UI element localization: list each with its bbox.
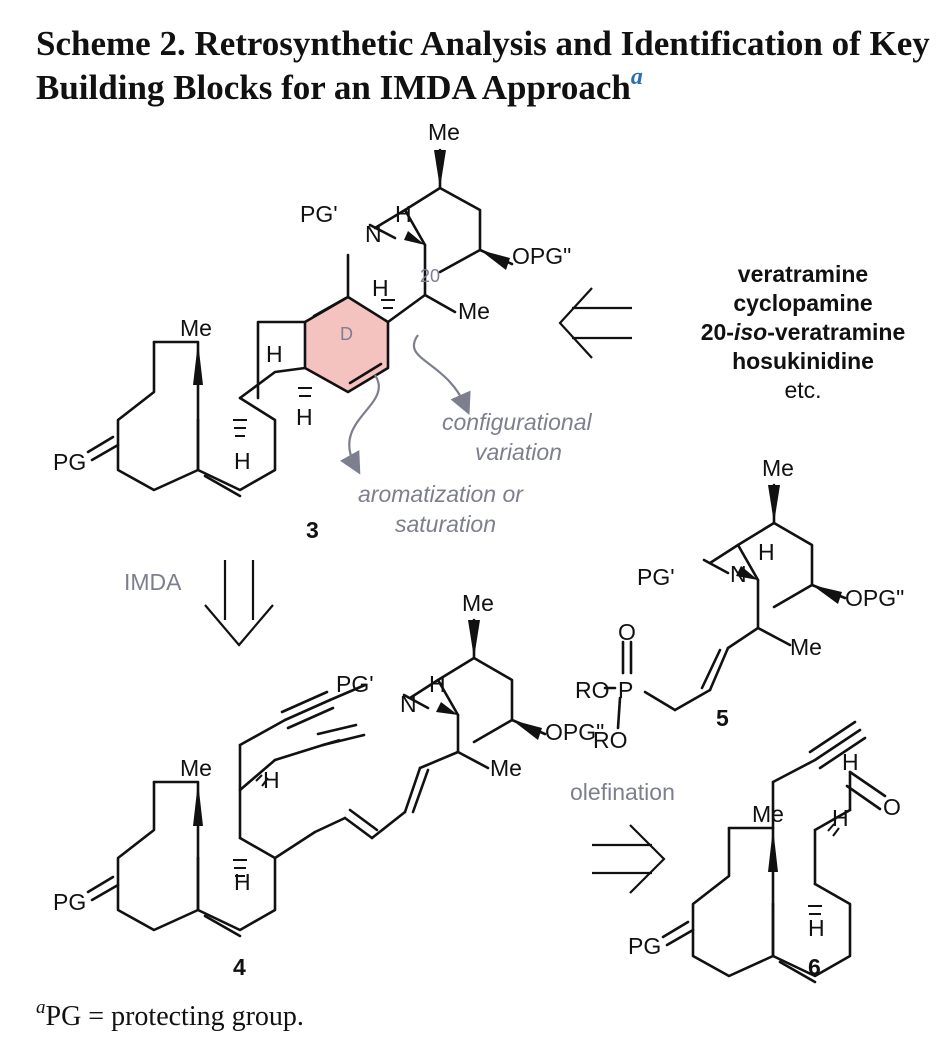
c6-o: O <box>883 794 901 820</box>
c6-h-alpha: H <box>832 805 849 831</box>
c5-pg-prime: PG' <box>637 564 675 590</box>
c4-angular-me: Me <box>180 755 212 781</box>
c4-h-bottom: H <box>234 869 251 895</box>
c6-me: Me <box>752 801 784 827</box>
ring-d-label: D <box>340 324 353 344</box>
config-line2: variation <box>475 439 562 465</box>
scheme-title-line2: Building Blocks for an IMDA Approach <box>36 68 631 107</box>
compound-4-label: 4 <box>233 954 246 980</box>
compound-5-label: 5 <box>716 705 729 731</box>
arom-line2: saturation <box>395 511 496 537</box>
compound-6-label: 6 <box>808 954 821 980</box>
arom-arrow <box>340 374 380 475</box>
compound-4-hashes <box>233 774 269 877</box>
c3-c20-label: 20 <box>420 266 440 286</box>
scheme-title-line1: Scheme 2. Retrosynthetic Analysis and Id… <box>36 24 930 63</box>
c3-side-me: Me <box>458 298 490 324</box>
imda-label: IMDA <box>124 569 182 595</box>
c3-h-piperidine: H <box>395 201 412 227</box>
c5-ro-1: RO <box>575 677 610 703</box>
compound-4-alkyne-chain <box>238 683 367 792</box>
c5-opg: OPG" <box>845 585 904 611</box>
compound-4-alkyne <box>322 738 341 747</box>
footnote-text: PG = protecting group. <box>45 1001 304 1032</box>
retro-arrow-natural <box>558 287 632 359</box>
c4-h-piperidine: H <box>429 671 446 697</box>
c3-opg: OPG" <box>512 243 571 269</box>
c4-n: N <box>400 691 417 717</box>
c3-pg-prime: PG' <box>300 201 338 227</box>
compound-6-stereo <box>768 828 778 872</box>
c3-h-ringd: H <box>372 275 389 301</box>
compound-4-stereo <box>193 620 542 826</box>
c4-opg: OPG" <box>545 719 604 745</box>
scheme-title: Scheme 2. Retrosynthetic Analysis and Id… <box>36 22 941 110</box>
ring-d-highlight <box>305 297 388 392</box>
c3-angular-me: Me <box>180 315 212 341</box>
retro-arrow-olefination <box>592 824 666 894</box>
np-cyclopamine: cyclopamine <box>733 290 872 316</box>
compound-3-structure <box>86 148 514 498</box>
c3-n: N <box>365 221 382 247</box>
footnote-mark: a <box>36 997 46 1018</box>
c6-pg-ketal: PG <box>628 933 661 959</box>
config-line1: configurational <box>442 409 592 435</box>
c5-side-me: Me <box>790 634 822 660</box>
c5-n: N <box>730 561 747 587</box>
c3-h-b-ring: H <box>234 448 251 474</box>
c4-piperidine-me: Me <box>462 590 494 616</box>
np-veratramine: veratramine <box>738 261 868 287</box>
compound-4-structure <box>86 618 547 938</box>
c4-h-top: H <box>263 767 280 793</box>
retro-arrow-imda <box>204 560 274 647</box>
arom-line1: aromatization or <box>358 481 524 507</box>
np-iso-veratramine: 20-iso-veratramine <box>701 319 906 345</box>
compound-6-hashes <box>808 823 840 915</box>
c5-p: P <box>618 677 633 703</box>
c3-piperidine-me: Me <box>428 119 460 145</box>
c6-h-aldehyde: H <box>842 749 859 775</box>
c4-pg-ketal: PG <box>53 889 86 915</box>
olefination-label: olefination <box>570 779 675 805</box>
c3-h-cd-junction: H <box>296 404 313 430</box>
c5-me: Me <box>762 455 794 481</box>
compound-5-structure <box>603 483 847 730</box>
c4-pg-prime: PG' <box>336 671 374 697</box>
scheme-footnote: aPG = protecting group. <box>36 998 304 1033</box>
np-etc: etc. <box>784 377 821 403</box>
compound-6-structure <box>661 720 887 984</box>
compound-5-stereo <box>736 485 842 604</box>
c4-side-me: Me <box>490 755 522 781</box>
c5-o: O <box>618 619 636 645</box>
np-hosukinidine: hosukinidine <box>732 348 874 374</box>
c6-h-junction: H <box>808 915 825 941</box>
c3-h-c-ring: H <box>266 341 283 367</box>
c5-h: H <box>758 539 775 565</box>
footnote-mark-title: a <box>630 64 643 90</box>
compound-3-stereo <box>193 150 510 385</box>
config-arrow <box>412 334 471 416</box>
c3-pg-ketal: PG <box>53 449 86 475</box>
compound-3-label: 3 <box>306 517 319 543</box>
c5-ro-2: RO <box>593 727 628 753</box>
compound-3-hashes <box>233 299 395 437</box>
